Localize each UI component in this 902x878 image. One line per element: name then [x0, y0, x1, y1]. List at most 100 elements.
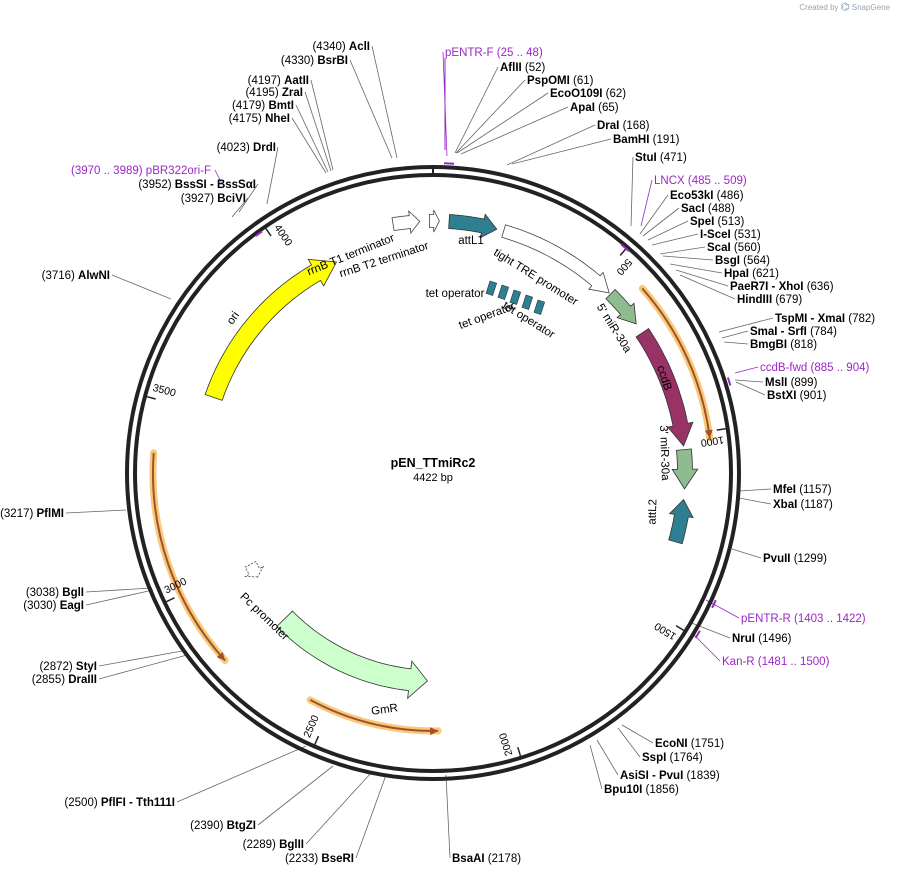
restriction-site[interactable]: SspI (1764)	[642, 752, 703, 764]
restriction-site[interactable]: (2289) BglII	[243, 839, 304, 851]
restriction-site[interactable]: BmgBI (818)	[750, 339, 817, 351]
site-leader-line	[723, 341, 749, 345]
feature-arrow-pc-promoter[interactable]	[243, 561, 265, 578]
restriction-site[interactable]: (4197) AatII	[248, 75, 309, 87]
primer-label: ccdB-fwd (885 .. 904)	[760, 362, 869, 374]
site-position: (1157)	[799, 484, 832, 496]
feature-label: tet operator	[426, 288, 485, 300]
tet-operator-box[interactable]	[485, 280, 498, 296]
restriction-site[interactable]: StuI (471)	[635, 152, 687, 164]
restriction-site[interactable]: (4179) BmtI	[232, 100, 294, 112]
primer[interactable]: pENTR-F (25 .. 48)	[445, 47, 543, 59]
feature-arrow-rrnb-t2-terminator[interactable]	[428, 209, 440, 233]
restriction-site[interactable]: NruI (1496)	[732, 633, 792, 645]
site-leader-line	[445, 774, 451, 859]
restriction-site[interactable]: (2855) DraIII	[32, 674, 97, 686]
tet-operator-box[interactable]	[509, 289, 522, 305]
feature-arrow-ccdb[interactable]	[635, 327, 694, 447]
site-name: BstXI	[767, 390, 800, 402]
site-leader-line	[506, 124, 596, 166]
restriction-site[interactable]: EcoNI (1751)	[655, 738, 724, 750]
restriction-site[interactable]: XbaI (1187)	[773, 499, 833, 511]
restriction-site[interactable]: (2390) BtgZI	[190, 820, 256, 832]
restriction-site[interactable]: TspMI - XmaI (782)	[775, 313, 875, 325]
site-name: StyI	[76, 661, 97, 673]
center-labels: pEN_TTmiRc2 4422 bp	[391, 456, 476, 484]
restriction-site[interactable]: I-SceI (531)	[700, 229, 761, 241]
restriction-site-label: (2233) BseRI	[285, 853, 354, 865]
site-name: EcoNI	[655, 738, 691, 750]
site-leader-line	[305, 772, 372, 845]
restriction-site[interactable]: (3030) EagI	[23, 600, 84, 612]
restriction-site[interactable]: (3038) BglI	[26, 587, 84, 599]
feature-arrow-gmr[interactable]	[276, 610, 428, 700]
restriction-site[interactable]: (3952) BssSI - BssSαI	[138, 179, 256, 191]
site-position: (782)	[848, 313, 875, 325]
primer-arc	[255, 230, 263, 237]
site-name: SpeI	[690, 216, 717, 228]
site-position: (3952)	[138, 179, 174, 191]
restriction-site[interactable]: EcoO109I (62)	[550, 88, 626, 100]
restriction-site[interactable]: HindIII (679)	[737, 294, 802, 306]
site-leader-line	[295, 104, 329, 173]
restriction-site[interactable]: SmaI - SrfI (784)	[750, 326, 837, 338]
restriction-site[interactable]: DraI (168)	[597, 120, 650, 132]
primer[interactable]: Kan-R (1481 .. 1500)	[722, 656, 830, 668]
tick-label: 1500	[652, 620, 678, 643]
restriction-site[interactable]: AflII (52)	[500, 62, 546, 74]
restriction-site[interactable]: ScaI (560)	[707, 242, 761, 254]
restriction-site[interactable]: (4340) AclI	[312, 41, 370, 53]
restriction-site[interactable]: SacI (488)	[681, 203, 735, 215]
restriction-site[interactable]: (3716) AlwNI	[42, 270, 110, 282]
restriction-site[interactable]: (3927) BciVI	[181, 193, 246, 205]
restriction-site[interactable]: PvuII (1299)	[763, 553, 827, 565]
tet-operator-box[interactable]	[521, 294, 534, 310]
tet-operator-box[interactable]	[533, 299, 546, 315]
restriction-site-label: NruI (1496)	[732, 633, 792, 645]
feature-arrow-5-mir-30a[interactable]	[605, 288, 637, 325]
site-leader-line	[456, 92, 549, 154]
primer[interactable]: LNCX (485 .. 509)	[654, 175, 747, 187]
site-leader-line	[589, 744, 603, 790]
site-position: (1751)	[691, 738, 724, 750]
restriction-site[interactable]: MslI (899)	[765, 377, 818, 389]
primer[interactable]: ccdB-fwd (885 .. 904)	[760, 362, 869, 374]
restriction-site[interactable]: (2872) StyI	[39, 661, 97, 673]
primer[interactable]: (3970 .. 3989) pBR322ori-F	[71, 165, 211, 177]
restriction-site[interactable]: HpaI (621)	[724, 268, 779, 280]
restriction-site[interactable]: BsgI (564)	[715, 255, 770, 267]
restriction-site[interactable]: AsiSI - PvuI (1839)	[620, 770, 720, 782]
restriction-site-label: SspI (1764)	[642, 752, 703, 764]
restriction-site[interactable]: Eco53kI (486)	[670, 190, 744, 202]
feature-arrow-rrnb-t1-terminator[interactable]	[391, 210, 421, 235]
restriction-site[interactable]: (4195) ZraI	[245, 87, 303, 99]
restriction-site[interactable]: (4330) BsrBI	[281, 55, 348, 67]
restriction-site[interactable]: Bpu10I (1856)	[604, 784, 679, 796]
restriction-site[interactable]: (3217) PflMI	[0, 508, 64, 520]
site-name: DraI	[597, 120, 623, 132]
restriction-site[interactable]: PspOMI (61)	[527, 75, 594, 87]
restriction-site[interactable]: MfeI (1157)	[773, 484, 832, 496]
primer[interactable]: pENTR-R (1403 .. 1422)	[741, 613, 866, 625]
restriction-site[interactable]: (4175) NheI	[229, 113, 290, 125]
tet-operator-box[interactable]	[497, 284, 510, 300]
restriction-site-label: AsiSI - PvuI (1839)	[620, 770, 720, 782]
restriction-site[interactable]: (2233) BseRI	[285, 853, 354, 865]
restriction-site[interactable]: PaeR7I - XhoI (636)	[730, 281, 834, 293]
feature-arrow-attl2[interactable]	[668, 498, 694, 545]
site-leader-line	[355, 774, 387, 859]
feature-arrow-attl1[interactable]	[448, 213, 498, 239]
restriction-site[interactable]: BsaAI (2178)	[452, 853, 521, 865]
feature-arrow-3-mir-30a[interactable]	[671, 448, 699, 490]
site-name: AlwNI	[78, 270, 110, 282]
restriction-site[interactable]: SpeI (513)	[690, 216, 745, 228]
restriction-site[interactable]: BstXI (901)	[767, 390, 827, 402]
feature-arrow-ori[interactable]	[204, 258, 338, 401]
site-name: SspI	[642, 752, 669, 764]
feature-arrow-tight-tre-promoter[interactable]	[501, 224, 610, 294]
site-position: (899)	[791, 377, 818, 389]
restriction-site[interactable]: (2500) PflFI - Tth111I	[64, 797, 175, 809]
restriction-site[interactable]: ApaI (65)	[570, 102, 619, 114]
restriction-site[interactable]: (4023) DrdI	[217, 142, 276, 154]
restriction-site[interactable]: BamHI (191)	[613, 134, 680, 146]
